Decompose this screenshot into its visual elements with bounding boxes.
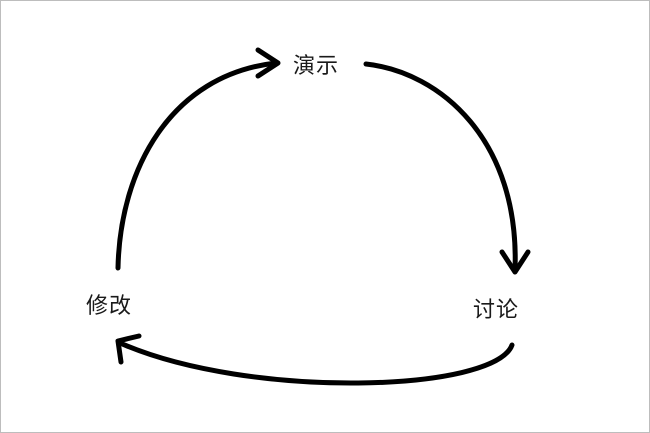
node-label-demo: 演示 (293, 54, 340, 79)
edge-top-to-right (363, 61, 518, 273)
edge-left-to-top (115, 60, 279, 271)
node-label-discuss: 讨论 (473, 298, 520, 323)
arrowhead-left-to-top (255, 47, 281, 79)
arrowhead-right-to-left (115, 333, 142, 365)
edge-right-to-left (117, 340, 515, 386)
arrowhead-top-to-right (499, 249, 531, 275)
node-label-revise: 修改 (86, 294, 133, 319)
